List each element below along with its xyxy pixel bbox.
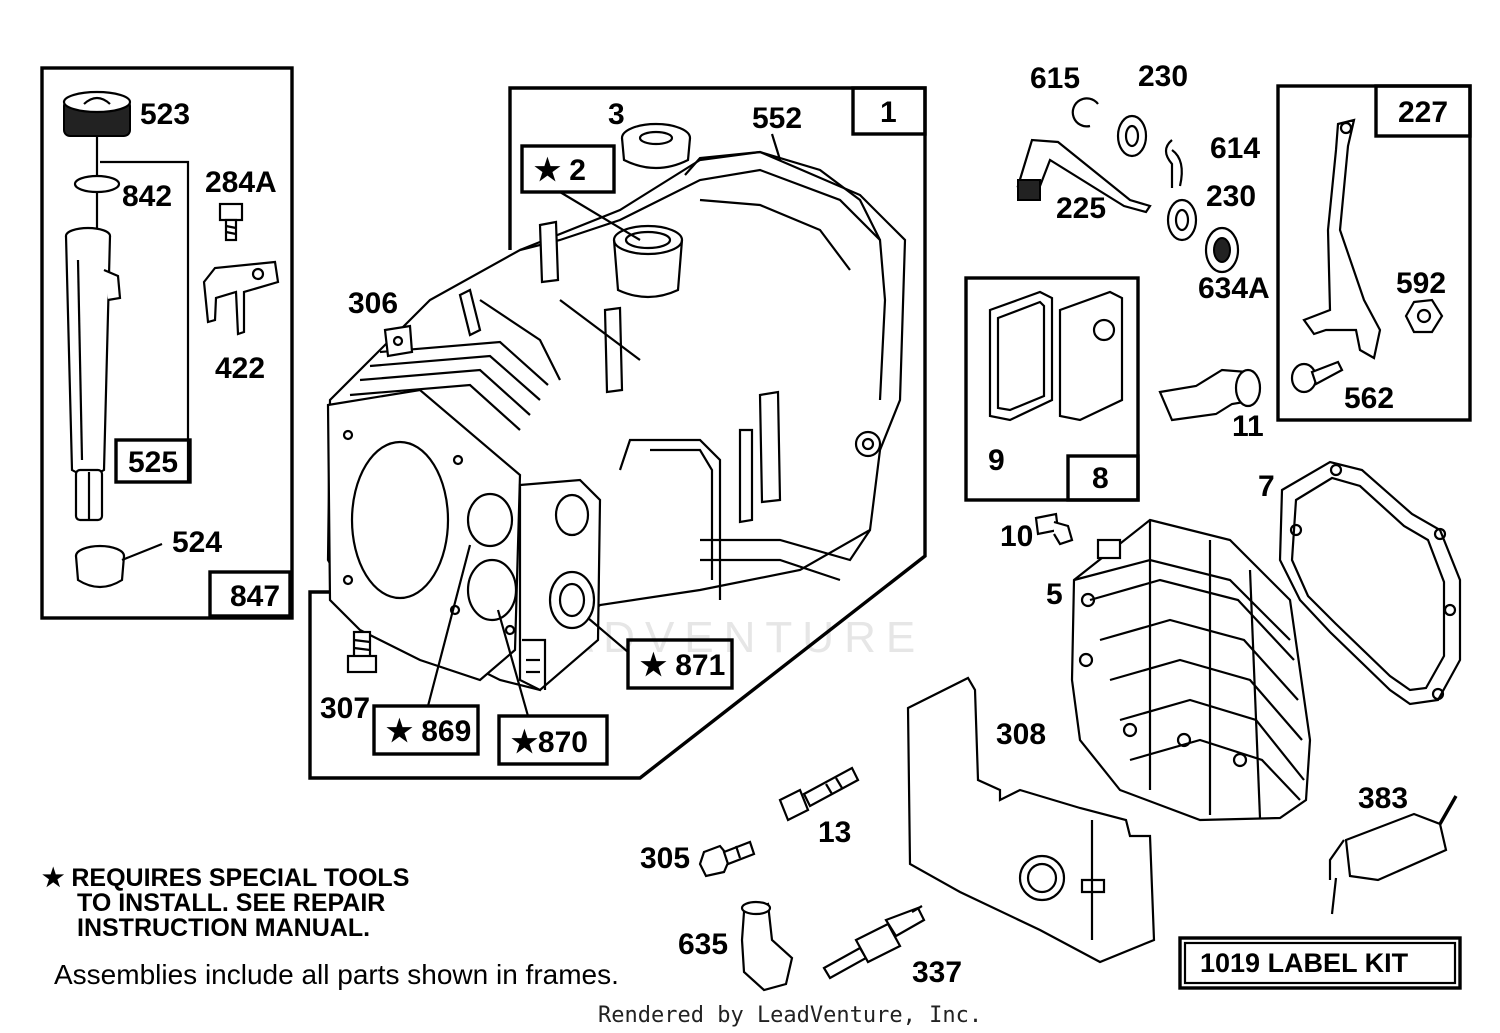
oil-seal-icon [620,122,692,170]
spark-plug-icon [822,905,926,980]
part-label-307: 307 [320,692,370,725]
frame-227: 227 [1276,84,1472,422]
part-label-13: 13 [818,816,851,849]
part-label-524: 524 [172,526,222,559]
part-label-383: 383 [1358,782,1408,815]
part-label-635: 635 [678,928,728,961]
part-label-9: 9 [988,444,1005,477]
screw-284a-icon [218,202,244,242]
part-label-842: 842 [122,180,172,213]
frame-8: 8 [964,276,1140,502]
part-label-225: 225 [1056,192,1106,225]
o-ring-icon [73,174,121,194]
washer-230-bottom-icon [1166,198,1198,242]
tag-306-icon [383,324,414,358]
governor-shaft-icon [1016,138,1152,214]
screw-562-icon [1290,360,1344,394]
label-kit-box: 1019 LABEL KIT [1178,936,1462,990]
frame-1: 1 ★ 2 ★ 871 ★ 869 ★870 [308,86,927,780]
frame-label-2: ★ 2 [534,154,586,187]
fitting-635-icon [740,900,794,992]
breather-gasket-icon [988,290,1054,422]
part-label-615: 615 [1030,62,1080,95]
part-label-562: 562 [1344,382,1394,415]
dipstick-tube-icon [64,226,122,522]
frame-847: 847 525 [40,66,294,620]
part-label-11: 11 [1232,410,1264,443]
part-label-614: 614 [1210,132,1260,165]
part-label-230-top: 230 [1138,60,1188,93]
frame-label-1: 1 [880,96,897,129]
assemblies-note: Assemblies include all parts shown in fr… [54,959,619,990]
bolt-307-icon [346,630,378,674]
part-label-3: 3 [608,98,625,131]
part-label-422: 422 [215,352,265,385]
cylinder-head-icon [1070,518,1312,822]
frame-label-525: 525 [128,446,178,479]
rendered-by-credit: Rendered by LeadVenture, Inc. [598,1003,982,1028]
cylinder-block-icon [326,150,907,692]
hitch-pin-icon [1164,139,1183,188]
special-tools-note-line1: ★ REQUIRES SPECIAL TOOLS [42,864,409,892]
part-label-523: 523 [140,98,190,131]
bolt-10-icon [1034,512,1074,546]
bolt-305-icon [698,840,756,878]
part-label-305: 305 [640,842,690,875]
frame-label-847: 847 [230,580,280,613]
washer-230-top-icon [1116,114,1148,158]
bracket-icon [202,260,280,336]
part-label-7: 7 [1258,470,1275,503]
special-tools-note-line3: INSTRUCTION MANUAL. [77,914,370,942]
e-ring-icon [1071,97,1099,128]
frame-label-870: ★870 [511,726,588,759]
part-label-10: 10 [1000,520,1033,553]
part-label-5: 5 [1046,578,1063,611]
part-label-230-bottom: 230 [1206,180,1256,213]
frame-label-871: ★ 871 [640,649,725,682]
part-label-306: 306 [348,287,398,320]
part-label-552: 552 [752,102,802,135]
frame-label-8: 8 [1092,462,1109,495]
breather-cover-icon [1058,290,1124,422]
nut-592-icon [1404,298,1444,334]
governor-lever-icon [1302,118,1382,360]
frame-label-227: 227 [1398,96,1448,129]
part-label-592: 592 [1396,267,1446,300]
ignition-wire-icon [1328,795,1458,915]
part-label-634a: 634A [1198,272,1270,305]
dipstick-cap-icon [62,90,132,242]
oil-plug-icon [74,542,163,589]
part-label-308: 308 [996,718,1046,751]
part-label-337: 337 [912,956,962,989]
label-kit-text: 1019 LABEL KIT [1200,948,1409,978]
part-label-284a: 284A [205,166,277,199]
special-tools-note-line2: TO INSTALL. SEE REPAIR [77,889,385,917]
frame-label-869: ★ 869 [386,715,471,748]
head-gasket-icon [1278,460,1462,706]
bolt-13-icon [778,766,860,822]
